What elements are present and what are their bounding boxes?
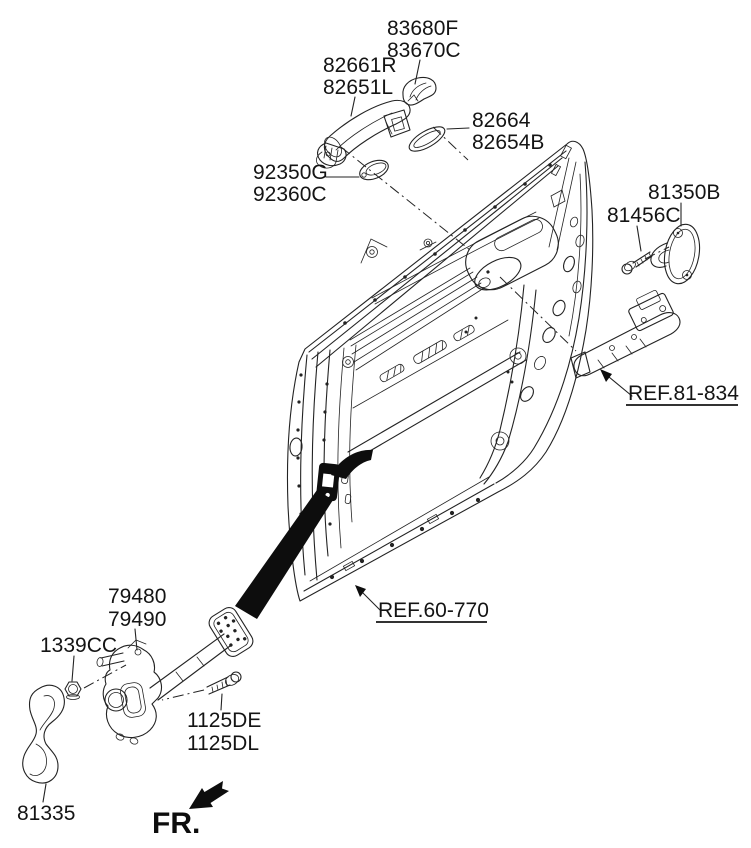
label-outside-handle-2: 82651L: [323, 76, 393, 99]
striker-drawing: [650, 223, 701, 285]
label-front-marker: FR.: [152, 807, 200, 840]
label-gasket-2: 82654B: [472, 131, 544, 154]
label-handle-cover-1: 83680F: [387, 17, 458, 40]
latch-pointer-band: [331, 449, 373, 479]
ref-latch-arrowhead: [600, 369, 612, 382]
handle-gasket-drawing: [408, 126, 446, 152]
label-bezel-2: 92360C: [253, 183, 327, 206]
label-checker-1: 79480: [108, 585, 166, 608]
label-grip: 81335: [17, 802, 75, 825]
label-bolt-2: 1125DL: [187, 732, 259, 755]
striker-screw-drawing: [621, 251, 653, 275]
front-direction-arrow: [189, 781, 229, 809]
label-bolt-1: 1125DE: [187, 709, 261, 732]
alignment-lines: [83, 126, 670, 701]
routing-band: [235, 490, 333, 619]
label-ref-latch: REF.81-834: [628, 382, 739, 405]
door-panel-drawing: [286, 140, 594, 602]
label-outside-handle-1: 82661R: [323, 54, 397, 77]
label-gasket-1: 82664: [472, 109, 531, 132]
label-nut: 1339CC: [40, 634, 117, 657]
ref-door-arrowhead: [355, 585, 366, 597]
door-checker-drawing: [96, 607, 254, 745]
handle-cover-drawing: [402, 76, 437, 106]
checker-nut-drawing: [64, 681, 82, 700]
label-striker-screw: 81456C: [607, 204, 681, 227]
key-bezel-drawing: [359, 159, 389, 181]
outside-handle-drawing: [316, 99, 411, 169]
latch-position-marker: [235, 449, 373, 619]
label-bezel-1: 92350G: [253, 161, 328, 184]
label-checker-2: 79490: [108, 608, 166, 631]
latch-assembly-drawing: [570, 289, 681, 379]
label-handle-cover-2: 83670C: [387, 39, 461, 62]
label-striker: 81350B: [648, 181, 720, 204]
door-grip-drawing: [22, 684, 65, 784]
leader-lines: [42, 59, 682, 803]
label-ref-door: REF.60-770: [378, 599, 489, 622]
checker-bolt-drawing: [206, 671, 242, 695]
